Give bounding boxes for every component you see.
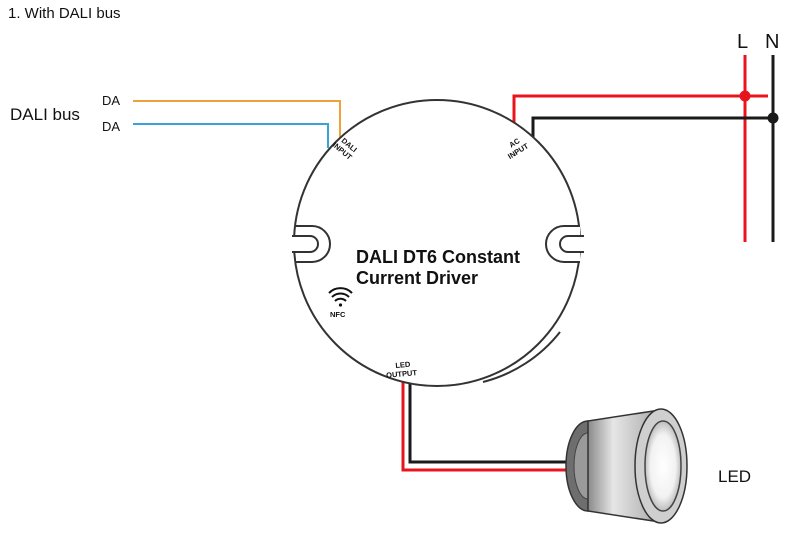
port-led-label-2: OUTPUT xyxy=(386,368,418,380)
led-lens xyxy=(644,420,682,512)
left-mounting-slot xyxy=(292,235,319,253)
ac-wire-neutral xyxy=(531,116,773,150)
neutral-junction xyxy=(767,112,779,124)
driver-title-line-2: Current Driver xyxy=(356,268,478,288)
mains-live-label: L xyxy=(737,31,748,53)
nfc-icon xyxy=(328,287,353,307)
dali-bus-label: DALI bus xyxy=(10,105,80,124)
mains-neutral-label: N xyxy=(765,31,779,53)
nfc-label: NFC xyxy=(330,310,346,319)
dali-wire-orange xyxy=(133,100,341,140)
driver-housing-rim xyxy=(482,331,561,383)
section-title: 1. With DALI bus xyxy=(8,5,121,22)
led-wire-black xyxy=(408,382,568,464)
led-wire-red xyxy=(401,382,570,472)
dali-terminal-2-label: DA xyxy=(102,119,120,134)
dali-terminal-1-label: DA xyxy=(102,93,120,108)
led-fixture xyxy=(565,408,688,524)
led-load-label: LED xyxy=(718,467,751,486)
driver-title-line-1: DALI DT6 Constant xyxy=(356,247,520,267)
port-led-label-1: LED xyxy=(395,360,411,370)
right-mounting-slot xyxy=(559,235,584,253)
dali-wire-blue xyxy=(133,123,329,148)
driver-unit: DALI DT6 Constant Current Driver NFC DAL… xyxy=(292,99,584,387)
live-junction xyxy=(739,90,751,102)
